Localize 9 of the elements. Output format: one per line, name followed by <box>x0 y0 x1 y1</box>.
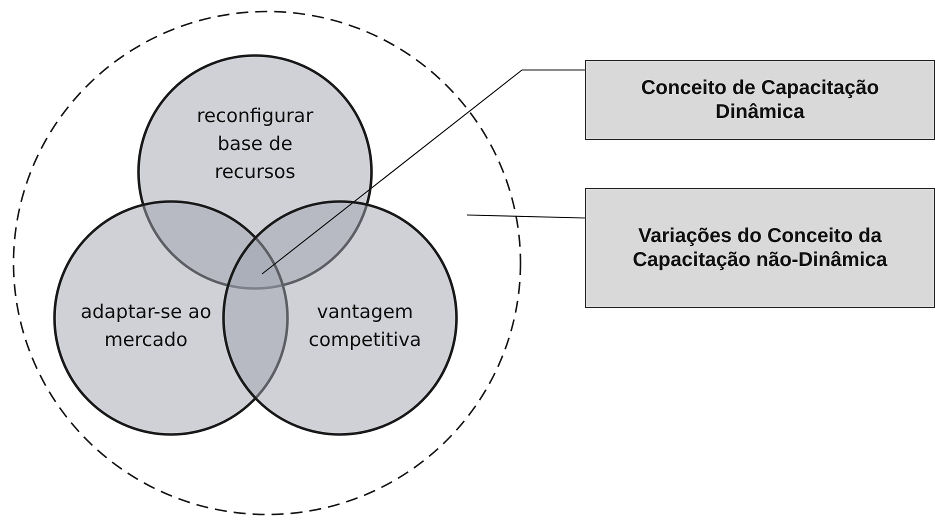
concept-box: Variações do Conceito da Capacitação não-Dinâmica <box>585 188 935 308</box>
circle-label: adaptar-se ao mercado <box>80 300 212 353</box>
leader-line <box>262 69 585 274</box>
dashed-boundary-circle <box>12 10 522 516</box>
circle-label: vantagem competitiva <box>308 300 422 353</box>
venn-circle <box>222 200 458 436</box>
concept-box: Conceito de Capacitação Dinâmica <box>585 60 935 140</box>
circle-label: reconfigurar base de recursos <box>196 104 314 185</box>
leader-line <box>466 214 586 219</box>
